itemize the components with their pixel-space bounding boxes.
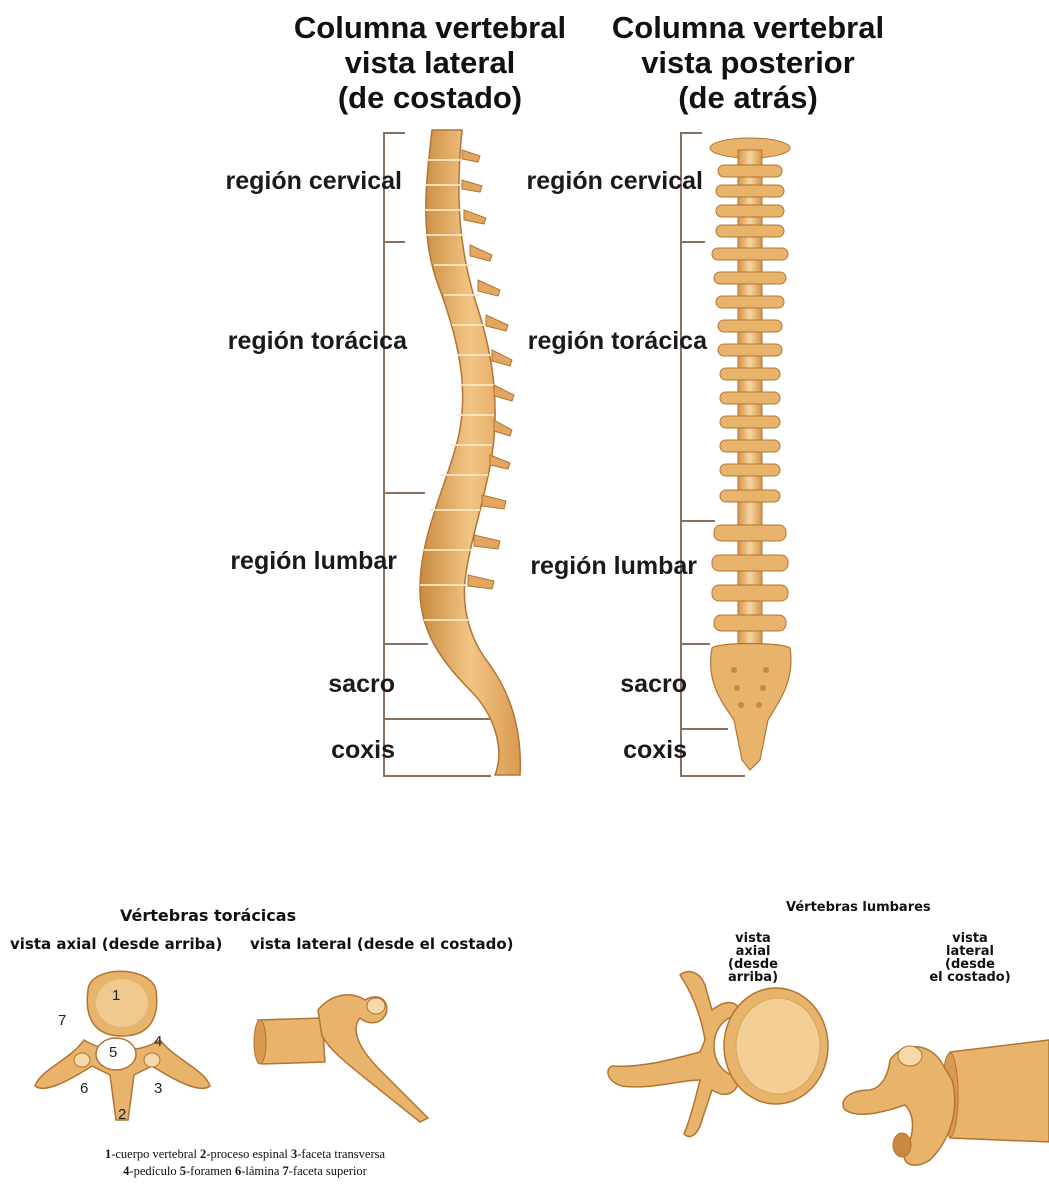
lumbar-lateral-illustration (0, 0, 1049, 1184)
